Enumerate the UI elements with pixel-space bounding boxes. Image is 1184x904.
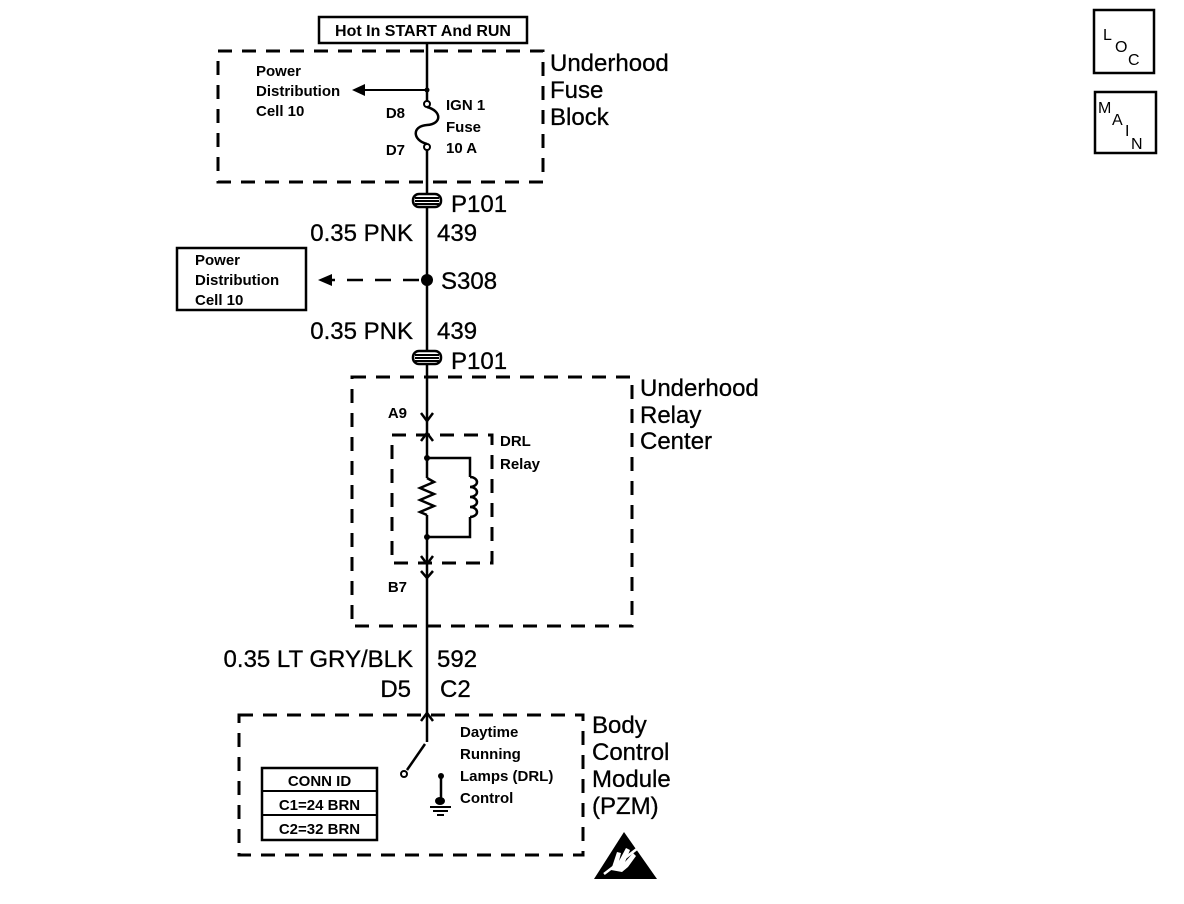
bcm-function-line2: Running <box>460 746 521 763</box>
bcm-name-line4: (PZM) <box>592 793 659 820</box>
relay-coil-branch <box>427 456 472 477</box>
wire3-color-label: 0.35 LT GRY/BLK <box>224 646 413 673</box>
splice-id-label: S308 <box>441 268 497 295</box>
ground-icon-node <box>435 797 445 805</box>
loc-button-frame[interactable] <box>1092 8 1156 75</box>
loc-letter-c: C <box>1128 52 1140 69</box>
bcm-name-line3: Module <box>592 766 671 793</box>
conn-id-table: CONN ID C1=24 BRN C2=32 BRN <box>260 766 379 842</box>
fuse-element-icon <box>414 105 440 146</box>
bcm-pin-right-label: C2 <box>440 676 471 703</box>
relay-center-name-line1: Underhood <box>640 375 759 402</box>
relay-input-arrow-icon <box>420 430 434 442</box>
wire2-circuit-label: 439 <box>437 318 477 345</box>
bcm-name-line2: Control <box>592 739 669 766</box>
power-source-box <box>317 15 529 45</box>
splice-branch-label-line2: Distribution <box>195 272 279 289</box>
fuse-label-line3: 10 A <box>446 140 477 157</box>
main-letter-i: I <box>1125 123 1129 140</box>
power-source-label: Hot In START And RUN <box>335 23 511 40</box>
fuse-label-line1: IGN 1 <box>446 97 485 114</box>
connector-p101-lower: P101 <box>411 348 507 375</box>
main-button-frame[interactable] <box>1093 90 1158 155</box>
relay-pin-in-label: A9 <box>388 405 407 422</box>
relay-coil-icon <box>469 475 479 519</box>
underhood-relay-center: Underhood Relay Center A9 DRL Relay B7 <box>350 375 759 628</box>
relay-resistor-icon <box>416 476 438 517</box>
splice-branch-label-line1: Power <box>195 252 240 269</box>
fuse-block-name-line1: Underhood <box>550 50 669 77</box>
switch-contact-open <box>400 770 408 778</box>
relay-coil-return <box>427 517 472 539</box>
main-letter-n: N <box>1131 136 1143 153</box>
relay-pin-out-label: B7 <box>388 579 407 596</box>
wire1-color-label: 0.35 PNK <box>310 220 413 247</box>
esd-warning-icon <box>594 832 657 879</box>
fuse-block-name-line3: Block <box>550 104 610 131</box>
bcm-function-line4: Control <box>460 790 513 807</box>
fuse-pin-in-label: D8 <box>386 105 405 122</box>
bcm-function-line3: Lamps (DRL) <box>460 768 553 785</box>
bcm-input-arrow-icon <box>420 710 434 722</box>
underhood-fuse-block: Underhood Fuse Block Power Distribution … <box>216 49 669 184</box>
pin-a9-connector-icon <box>420 412 434 424</box>
main-button[interactable]: M A I N <box>1093 90 1158 155</box>
drl-control-switch-icon <box>400 743 451 816</box>
body-control-module: Body Control Module (PZM) Daytime Runnin… <box>237 710 671 857</box>
splice-branch-arrowhead <box>318 274 332 286</box>
bcm-function-line1: Daytime <box>460 724 518 741</box>
drl-relay-label-line2: Relay <box>500 456 541 473</box>
bcm-outline <box>237 713 585 857</box>
conn-id-row: C2=32 BRN <box>279 821 360 838</box>
fuse-block-name-line2: Fuse <box>550 77 603 104</box>
fuse-feed-label-line2: Distribution <box>256 83 340 100</box>
splice-dot <box>421 274 433 286</box>
bcm-name-line1: Body <box>592 712 647 739</box>
conn-id-header: CONN ID <box>288 773 352 790</box>
fuse-feed-label-line3: Cell 10 <box>256 103 304 120</box>
loc-letter-l: L <box>1103 27 1112 44</box>
connector-p101-upper-label: P101 <box>451 191 507 218</box>
main-letter-m: M <box>1098 100 1111 117</box>
fuse-terminal-d7 <box>423 143 431 151</box>
drl-relay-label-line1: DRL <box>500 433 531 450</box>
fuse-block-outline <box>216 49 545 184</box>
drl-relay: DRL Relay <box>390 433 541 567</box>
loc-letter-o: O <box>1115 39 1127 56</box>
splice-branch-label-line3: Cell 10 <box>195 292 243 309</box>
loc-button[interactable]: L O C <box>1092 8 1156 75</box>
splice-s308: S308 Power Distribution Cell 10 <box>175 246 497 312</box>
wire3-circuit-label: 592 <box>437 646 477 673</box>
connector-p101-lower-label: P101 <box>451 348 507 375</box>
conn-id-frame <box>260 766 379 842</box>
fuse-feed-label-line1: Power <box>256 63 301 80</box>
relay-center-name-line2: Relay <box>640 402 701 429</box>
fuse-terminal-d8 <box>423 100 431 108</box>
wire2-color-label: 0.35 PNK <box>310 318 413 345</box>
fuse-feed-arrowhead <box>352 84 365 96</box>
switch-blade <box>405 743 427 771</box>
relay-center-name-line3: Center <box>640 428 712 455</box>
wire1-circuit-label: 439 <box>437 220 477 247</box>
connector-p101-upper: P101 <box>411 191 507 218</box>
power-source-tag: Hot In START And RUN <box>317 15 529 45</box>
fuse-label-line2: Fuse <box>446 119 481 136</box>
splice-branch-box <box>175 246 308 312</box>
esd-slash <box>603 841 647 875</box>
main-letter-a: A <box>1112 112 1123 129</box>
bcm-pin-left-label: D5 <box>380 676 411 703</box>
conn-id-row: C1=24 BRN <box>279 797 360 814</box>
drl-relay-outline <box>390 433 494 565</box>
fuse-pin-out-label: D7 <box>386 142 405 159</box>
